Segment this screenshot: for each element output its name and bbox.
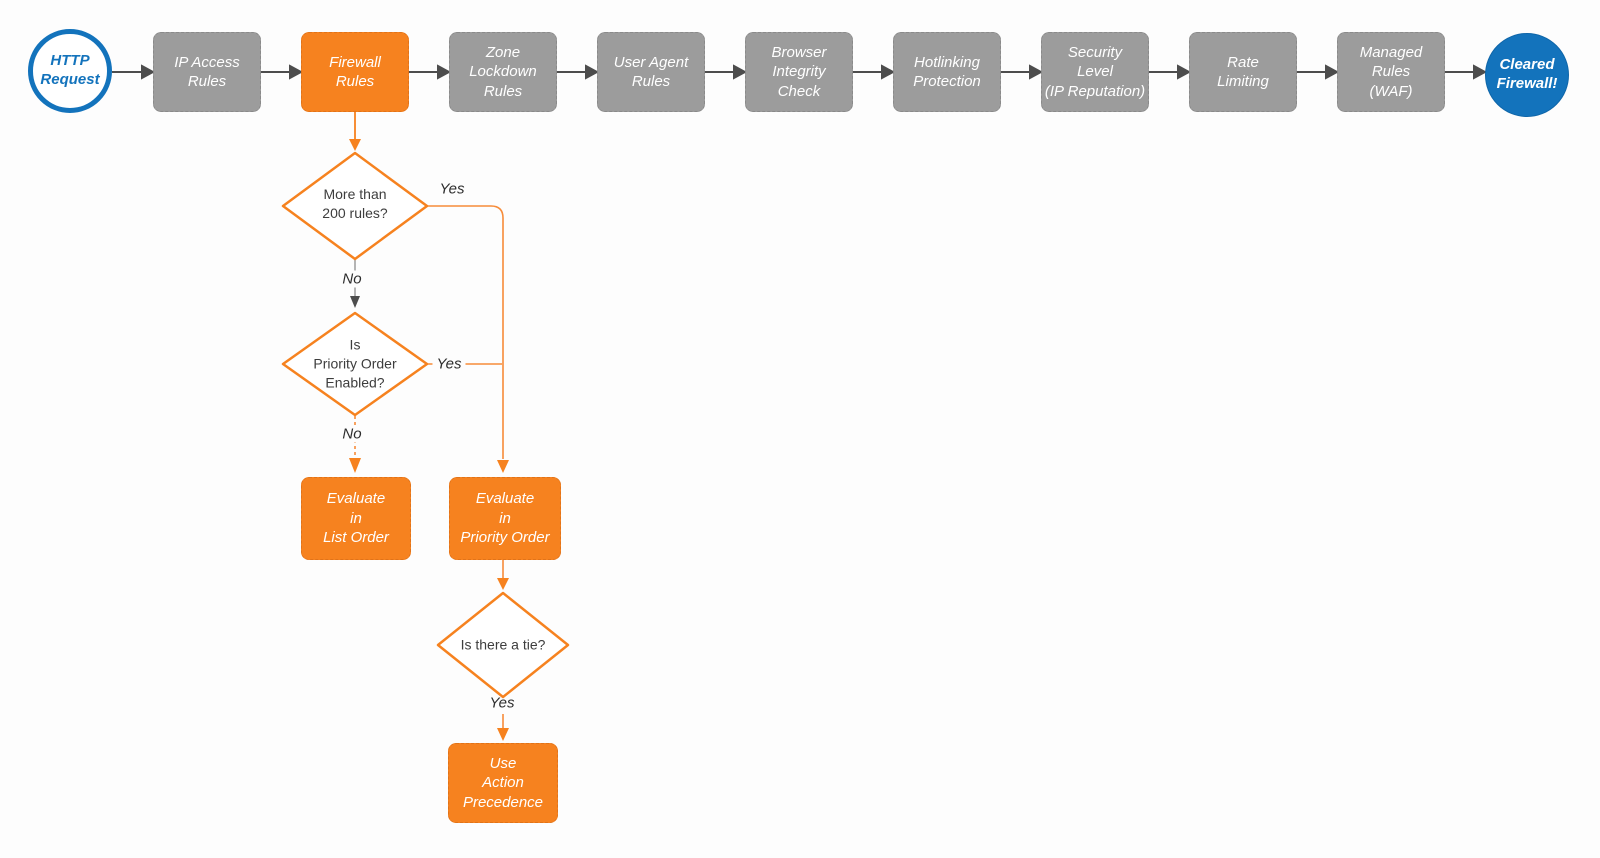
stage-label: Security Level (IP Reputation)	[1044, 43, 1146, 100]
arrowhead-icon	[349, 458, 361, 473]
edge-label-decision1-yes: Yes	[439, 180, 465, 198]
arrowhead-icon	[289, 64, 304, 80]
stage-firewall-rules: Firewall Rules	[301, 32, 409, 112]
arrowhead-icon	[1177, 64, 1192, 80]
edge-label-decision1-no: No	[338, 270, 366, 288]
arrowhead-icon	[437, 64, 452, 80]
stage-label: User Agent Rules	[613, 53, 689, 91]
arrowhead-icon	[349, 139, 361, 151]
edge-label-decision2-no: No	[338, 425, 366, 443]
action-label: Evaluate in List Order	[323, 490, 389, 547]
arrowhead-icon	[497, 578, 509, 590]
action-label: Evaluate in Priority Order	[460, 490, 550, 547]
edge-label-decision2-yes: Yes	[432, 355, 466, 373]
top-row-connectors	[112, 64, 1488, 80]
stage-hotlinking-protection: Hotlinking Protection	[893, 32, 1001, 112]
end-node-label: Cleared Firewall!	[1496, 56, 1558, 92]
arrowhead-icon	[881, 64, 896, 80]
decision-diamond-priority-order-enabled	[281, 311, 429, 417]
arrowhead-icon	[1029, 64, 1044, 80]
stage-label: Browser Integrity Check	[771, 43, 827, 100]
stage-label: Firewall Rules	[329, 53, 381, 91]
start-node-label: HTTP Request	[40, 52, 100, 88]
connector-decision1-yes	[427, 205, 504, 459]
decision-label-more-than-200-rules: More than 200 rules?	[322, 186, 388, 221]
stage-managed-rules-waf: Managed Rules (WAF)	[1337, 32, 1445, 112]
stage-label: IP Access Rules	[174, 53, 240, 91]
arrowhead-icon	[350, 296, 360, 308]
stage-browser-integrity-check: Browser Integrity Check	[745, 32, 853, 112]
stage-label: Hotlinking Protection	[913, 53, 981, 91]
arrowhead-icon	[733, 64, 748, 80]
edge-label-decision3-yes: Yes	[489, 694, 515, 712]
stage-label: Zone Lockdown Rules	[469, 43, 537, 100]
action-label: Use Action Precedence	[462, 754, 544, 811]
stage-ip-access-rules: IP Access Rules	[153, 32, 261, 112]
action-use-action-precedence: Use Action Precedence	[448, 743, 558, 823]
arrowhead-icon	[1473, 64, 1488, 80]
stage-label: Rate Limiting	[1217, 53, 1269, 91]
arrowhead-icon	[497, 728, 509, 741]
action-evaluate-in-priority-order: Evaluate in Priority Order	[449, 477, 561, 560]
stage-security-level: Security Level (IP Reputation)	[1041, 32, 1149, 112]
decision-label-priority-order-enabled: Is Priority Order Enabled?	[313, 336, 397, 391]
stage-zone-lockdown-rules: Zone Lockdown Rules	[449, 32, 557, 112]
decision-label-is-there-a-tie: Is there a tie?	[460, 636, 546, 653]
stage-user-agent-rules: User Agent Rules	[597, 32, 705, 112]
arrowhead-icon	[585, 64, 600, 80]
action-evaluate-in-list-order: Evaluate in List Order	[301, 477, 411, 560]
end-node: Cleared Firewall!	[1485, 33, 1569, 117]
decision-diamond-is-there-a-tie	[436, 591, 570, 699]
start-node: HTTP Request	[28, 29, 112, 113]
decision-diamond-more-than-200-rules	[281, 151, 429, 261]
stage-rate-limiting: Rate Limiting	[1189, 32, 1297, 112]
arrowhead-icon	[1325, 64, 1340, 80]
arrowhead-icon	[141, 64, 156, 80]
stage-label: Managed Rules (WAF)	[1359, 43, 1423, 100]
arrowhead-icon	[497, 460, 509, 473]
